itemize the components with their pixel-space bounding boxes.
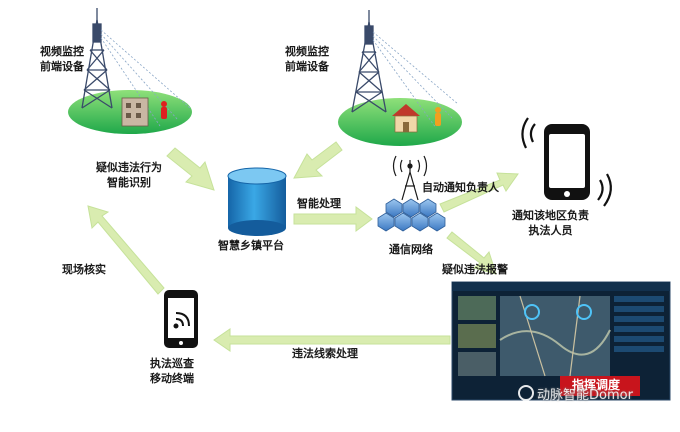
edge-suspected-violation-line1: 疑似违法行为 (96, 161, 162, 174)
edge-suspected-violation-line2: 智能识别 (107, 176, 151, 189)
tower-icon (81, 8, 113, 109)
arrow-platform-to-network (293, 206, 373, 232)
mobile-terminal-icon (164, 290, 198, 348)
person-icon (161, 101, 167, 119)
watermark-text: 动脉智能Domor (537, 388, 633, 403)
video-panels (458, 296, 496, 376)
dispatch-banner: 指挥调度 (572, 378, 621, 392)
platform-label: 智慧乡镇平台 (218, 239, 284, 252)
camera-left-node (68, 8, 192, 134)
notify-officer-line2: 执法人员 (528, 224, 573, 237)
arrow-terminal-to-platform (87, 205, 165, 295)
camera-left-line1: 视频监控 (40, 45, 84, 58)
edge-on-site-verify-label: 现场核实 (62, 263, 106, 276)
data-panel (614, 296, 664, 352)
person-icon (435, 107, 441, 126)
house-icon (392, 104, 420, 133)
platform-database-icon (227, 167, 287, 236)
antenna-icon (392, 155, 428, 201)
hex-cluster-icon (377, 198, 446, 232)
dispatch-screen (451, 281, 671, 401)
arrow-camera-left-to-platform (166, 147, 215, 191)
arrows (87, 141, 519, 352)
smartphone-icon (521, 117, 612, 207)
camera-left-label: 视频监控 前端设备 (40, 44, 84, 74)
network-node (377, 155, 446, 232)
watermark-logo-icon (518, 385, 534, 401)
edge-smart-processing-label: 智能处理 (297, 197, 341, 210)
network-label: 通信网络 (389, 243, 433, 256)
edge-auto-notify-label: 自动通知负责人 (422, 181, 499, 194)
building-icon (121, 97, 149, 127)
arrow-network-to-screen (446, 231, 497, 275)
arrow-network-to-phone (439, 172, 519, 213)
map-panel (499, 295, 611, 377)
notify-officer-line1: 通知该地区负责 (512, 209, 589, 222)
camera-right-label: 视频监控 前端设备 (285, 44, 329, 74)
edge-clue-processing-label: 违法线索处理 (292, 347, 358, 360)
edge-suspected-alarm-label: 疑似违法报警 (442, 263, 508, 276)
notify-officer-label: 通知该地区负责 执法人员 (512, 208, 589, 238)
camera-right-line1: 视频监控 (285, 45, 329, 58)
watermark: 动脉智能Domor (518, 384, 633, 403)
camera-right-node (338, 10, 462, 146)
mobile-terminal-label: 执法巡查 移动终端 (150, 356, 194, 386)
camera-right-line2: 前端设备 (285, 60, 329, 73)
signal-beam (372, 31, 459, 129)
arrow-camera-right-to-platform (293, 141, 343, 179)
arrow-screen-to-terminal (213, 328, 451, 352)
dispatch-banner-bg (560, 376, 640, 396)
mobile-terminal-line1: 执法巡查 (150, 357, 194, 370)
camera-left-line2: 前端设备 (40, 60, 84, 73)
mobile-terminal-line2: 移动终端 (150, 372, 194, 385)
tower-icon (351, 10, 387, 113)
edge-suspected-violation-label: 疑似违法行为 智能识别 (96, 160, 162, 190)
